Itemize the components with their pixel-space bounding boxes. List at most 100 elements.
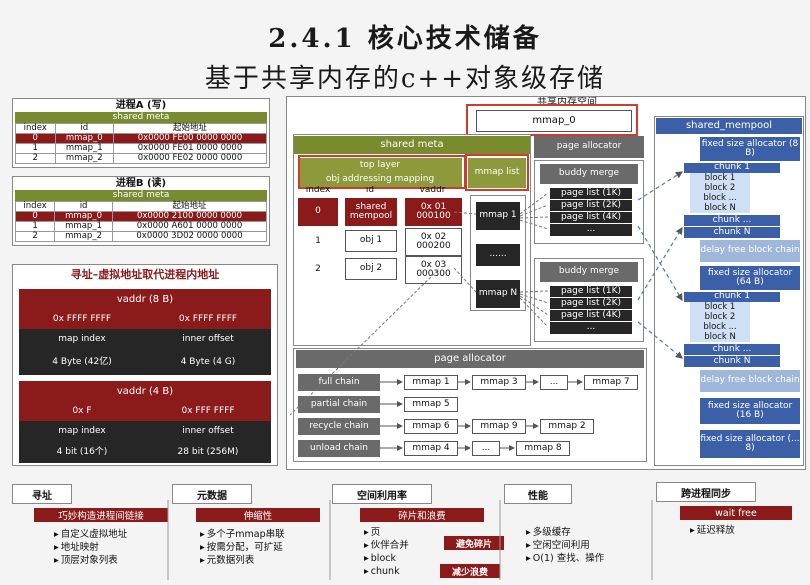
space-sub: 碎片和浪费	[360, 508, 484, 522]
vaddr8-size1: 4 Byte (42亿)	[19, 351, 145, 375]
block-n: block N	[690, 332, 750, 342]
chunk-1: chunk 1	[684, 163, 780, 173]
chunk-n: chunk N	[684, 227, 780, 238]
obj-row-vaddr: 0x 01 000100	[405, 198, 462, 226]
block-n: block N	[690, 203, 750, 213]
block-2: block 2	[690, 183, 750, 193]
delay-free-chain: delay free block chain	[700, 370, 800, 392]
chain-item: mmap 3	[472, 375, 526, 390]
sync-sub: wait free	[680, 506, 792, 520]
addressing-sub: 巧妙构造进程间链接	[34, 508, 168, 522]
list-item: 元数据列表	[200, 554, 285, 567]
vaddr4-size2: 28 bit (256M)	[145, 443, 271, 463]
mmap-item-1: mmap 1	[476, 202, 520, 230]
list-item: 伙伴合并	[364, 539, 409, 552]
list-item: block	[364, 552, 409, 565]
metadata-list: 多个子mmap串联 按需分配，可扩延 元数据列表	[200, 528, 285, 567]
chain-item: ...	[472, 441, 500, 456]
obj-row-vaddr: 0x 02 000200	[405, 228, 462, 256]
block-dots: block ...	[690, 193, 750, 203]
chunk-dots: chunk ...	[684, 344, 780, 355]
vaddr4-map-index: map index	[19, 421, 145, 443]
partial-chain-label: partial chain	[298, 396, 380, 413]
mmap-item-dots: ......	[476, 244, 520, 266]
tab-metadata: 元数据	[172, 484, 252, 504]
list-item: 空闲空间利用	[526, 539, 604, 552]
chain-item: mmap 9	[472, 419, 526, 434]
mmap0-highlight	[466, 104, 638, 136]
mmap-list-label: mmap list	[468, 158, 526, 188]
block-dots: block ...	[690, 322, 750, 332]
process-b-title: 进程B (读)	[115, 178, 167, 189]
slide-subtitle: 基于共享内存的c++对象级存储	[204, 64, 606, 94]
vaddr8-inner-offset: inner offset	[145, 329, 271, 351]
metadata-sub: 伸缩性	[196, 508, 320, 522]
space-list: 页 伙伴合并 block chunk	[364, 526, 409, 578]
addressing-list: 自定义虚拟地址 地址映射 顶层对象列表	[54, 528, 128, 567]
chunk-1: chunk 1	[684, 292, 780, 302]
list-item: O(1) 查找、操作	[526, 552, 604, 565]
vaddr4-hi: 0x F	[19, 403, 145, 421]
mmap0-box: mmap_0	[476, 110, 632, 132]
chain-item: mmap 1	[404, 375, 458, 390]
page-list-2k: page list (2K)	[550, 200, 632, 211]
block-2: block 2	[690, 312, 750, 322]
list-item: 多级缓存	[526, 526, 604, 539]
tab-cross-process-sync: 跨进程同步	[656, 482, 756, 502]
page-list-4k: page list (4K)	[550, 310, 632, 321]
col-index: index	[305, 186, 331, 196]
page-list-more: ...	[550, 224, 632, 236]
vaddr8-map-index: map index	[19, 329, 145, 351]
vaddr4-size1: 4 bit (16个)	[19, 443, 145, 463]
mmap-list-highlight	[465, 154, 529, 191]
list-item: chunk	[364, 565, 409, 578]
vaddr4-inner-offset: inner offset	[145, 421, 271, 443]
page-list-2k: page list (2K)	[550, 298, 632, 309]
chain-item: mmap 5	[404, 397, 458, 412]
col-vaddr: vaddr	[419, 186, 446, 196]
vaddr8-label: vaddr (8 B)	[19, 289, 271, 311]
list-item: 自定义虚拟地址	[54, 528, 128, 541]
obj-row-id: shared mempool	[345, 198, 397, 226]
chain-item: ...	[540, 375, 568, 390]
process-a-meta: shared meta	[15, 112, 267, 123]
page-allocator-title: page allocator	[296, 350, 644, 368]
col-id: id	[365, 186, 375, 196]
recycle-chain-label: recycle chain	[298, 418, 380, 435]
vaddr8-hi: 0x FFFF FFFF	[19, 311, 145, 329]
obj-row-id: obj 1	[345, 230, 397, 252]
mmap-item-n: mmap N	[476, 280, 520, 308]
list-item: 多个子mmap串联	[200, 528, 285, 541]
vaddr8-lo: 0x FFFF FFFF	[145, 311, 271, 329]
page-list-1k: page list (1K)	[550, 188, 632, 199]
reduce-waste-note: 减少浪费	[440, 564, 500, 578]
obj-row-index: 2	[298, 256, 338, 284]
list-item: 延迟释放	[690, 524, 735, 537]
buddy-merge-label: buddy merge	[540, 262, 638, 282]
list-item: 页	[364, 526, 409, 539]
fixed-allocator-64: fixed size allocator (64 B)	[700, 266, 800, 290]
list-item: 顶层对象列表	[54, 554, 127, 567]
chunk-dots: chunk ...	[684, 215, 780, 226]
obj-row-id: obj 2	[345, 258, 397, 280]
performance-list: 多级缓存 空闲空间利用 O(1) 查找、操作	[526, 526, 604, 565]
buddy-merge-label: buddy merge	[540, 164, 638, 184]
addressing-title: 寻址–虚拟地址取代进程内地址	[70, 268, 220, 282]
list-item: 按需分配，可扩延	[200, 541, 285, 554]
shared-mempool-title: shared_mempool	[656, 118, 802, 134]
process-a-title: 进程A (写)	[115, 100, 167, 111]
list-item: 地址映射	[54, 541, 127, 554]
chain-item: mmap 8	[516, 441, 570, 456]
tab-addressing: 寻址	[12, 484, 72, 504]
chain-item: mmap 2	[540, 419, 594, 434]
top-layer-label: top layer	[298, 158, 462, 174]
sync-list: 延迟释放	[690, 524, 735, 537]
block-1: block 1	[690, 173, 750, 183]
page-allocator-small: page allocator	[534, 136, 644, 158]
